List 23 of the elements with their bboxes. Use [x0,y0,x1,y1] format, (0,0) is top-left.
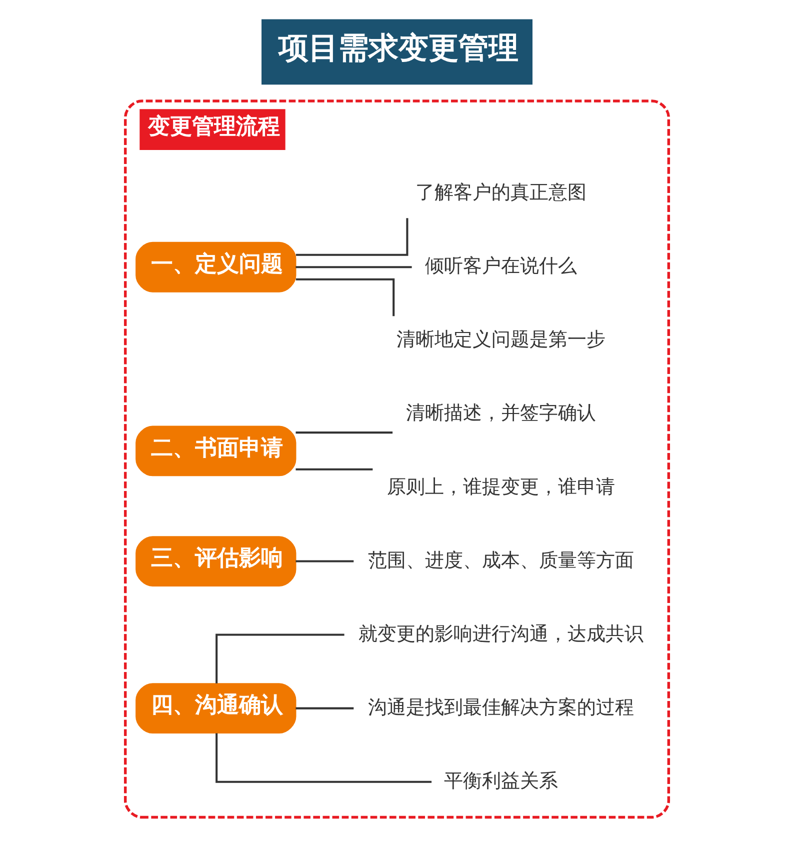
connector [295,560,354,562]
connector [295,468,372,470]
node-text: 范围、进度、成本、质量等方面 [368,549,634,572]
node-box: 四、沟通确认 [135,683,296,734]
node-box: 一、定义问题 [135,242,296,292]
connector [295,707,354,710]
node-text: 平衡利益关系 [444,770,558,792]
node-text: 沟通是找到最佳解决方案的过程 [368,696,634,718]
node-text: 原则上，谁提变更，谁申请 [386,476,615,498]
node-text: 倾听客户在说什么 [424,255,577,278]
connector [295,218,408,256]
connector [215,634,344,684]
node-box: 二、书面申请 [135,426,296,476]
connector [215,733,432,783]
node-text: 了解客户的真正意图 [415,182,586,204]
connector [295,432,392,434]
node-box: 三、评估影响 [135,536,296,586]
node-text: 清晰地定义问题是第一步 [396,328,606,351]
connector [295,266,412,268]
node-text: 就变更的影响进行沟通，达成共识 [358,622,644,645]
diagram-title: 项目需求变更管理 [278,31,518,66]
connector [295,278,394,316]
node-text: 清晰描述，并签字确认 [406,402,596,424]
